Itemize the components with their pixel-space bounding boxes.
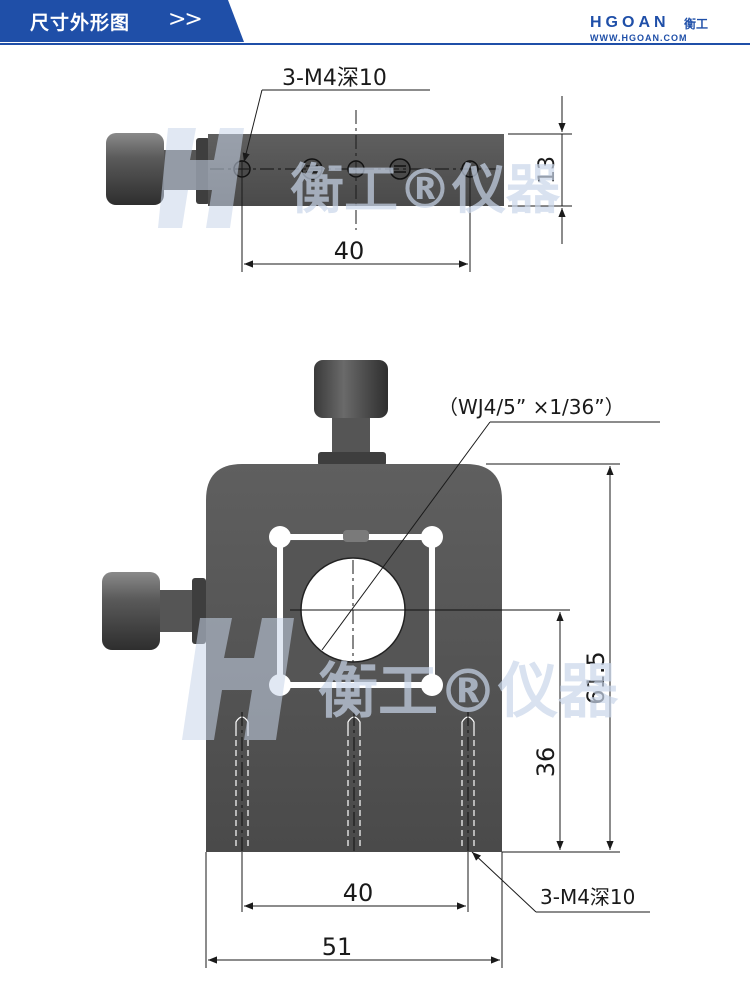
adjust-knob-top <box>106 133 164 205</box>
front-hole-callout: 3-M4深10 <box>540 885 635 909</box>
top-height-dim: 13 <box>535 156 560 184</box>
section-title: 尺寸外形图 <box>30 12 131 34</box>
brand-logo: HGOAN <box>590 14 670 31</box>
front-view: 40 51 61.5 36 （WJ4/5” ×1/36”） 3-M4深10 <box>102 360 660 968</box>
watermark-text-bottom: 衡工®仪器 <box>318 657 619 727</box>
front-center-height-dim: 36 <box>532 747 560 778</box>
watermark-logo-top <box>158 128 244 228</box>
header-bar: 尺寸外形图 >> HGOAN 衡工 WWW.HGOAN.COM <box>0 0 750 50</box>
brand-url: WWW.HGOAN.COM <box>590 33 688 43</box>
adjust-knob-front-top <box>314 360 388 418</box>
brand-logo-cn: 衡工 <box>684 17 709 31</box>
front-overall-width-dim: 51 <box>322 933 353 961</box>
front-hole-spacing-dim: 40 <box>343 879 374 907</box>
clamp-pad <box>343 530 369 542</box>
front-overall-height-dim: 61.5 <box>582 651 610 704</box>
header-background <box>0 0 750 45</box>
top-hole-callout: 3-M4深10 <box>282 66 387 91</box>
knob-collar-front-top <box>318 452 386 466</box>
watermark-text-top: 衡工®仪器 <box>290 158 561 221</box>
watermark-logo-bottom <box>182 618 294 740</box>
top-width-dim: 40 <box>334 237 365 265</box>
adjust-knob-front-side <box>102 572 160 650</box>
knob-shaft-front-side <box>160 590 194 632</box>
chevron-right-icon: >> <box>168 7 203 32</box>
lens-spec-callout: （WJ4/5” ×1/36”） <box>438 395 625 419</box>
knob-shaft-front-top <box>332 418 370 454</box>
